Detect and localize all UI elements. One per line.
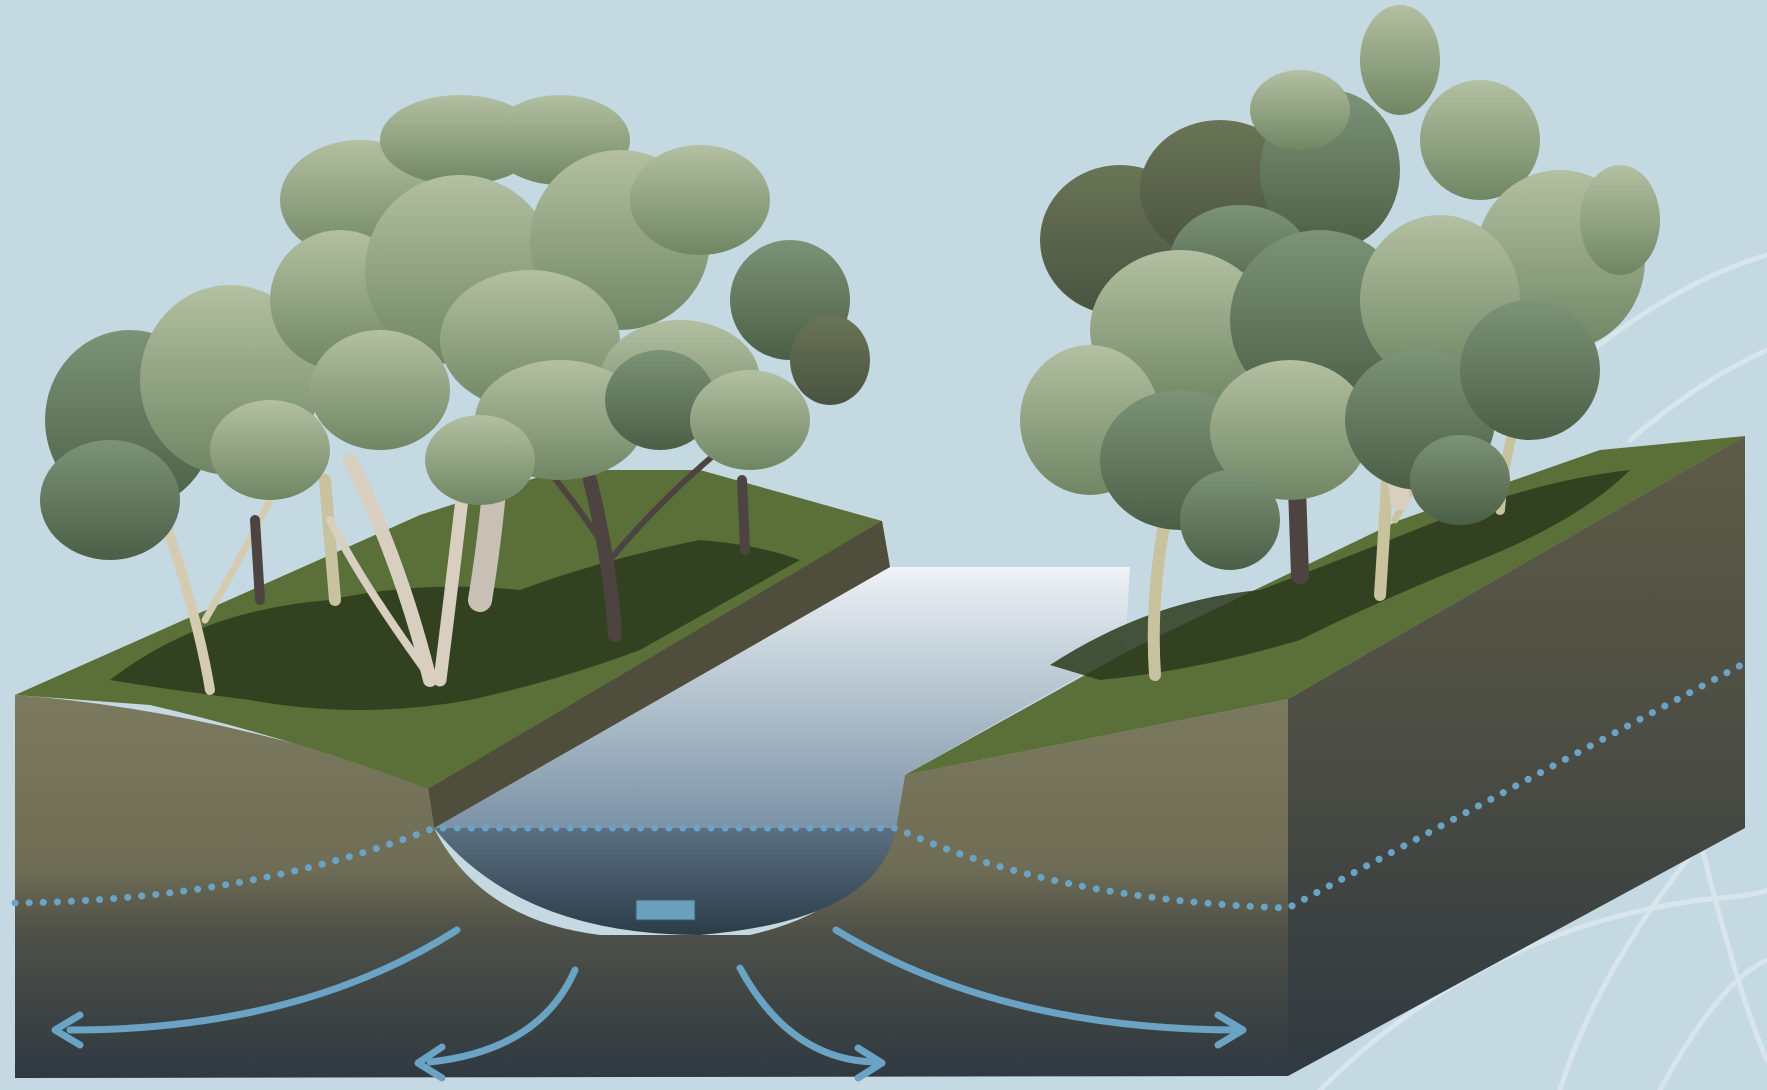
river-surface-main bbox=[434, 567, 1130, 828]
arrow-right-far bbox=[832, 926, 1247, 1049]
left-bank-front-face bbox=[15, 695, 1288, 1078]
left-woodland bbox=[40, 95, 870, 695]
left-bank-shadow bbox=[110, 540, 800, 710]
streambed-marker bbox=[635, 899, 696, 921]
canopy-left bbox=[40, 95, 870, 560]
left-bank bbox=[15, 470, 1288, 1078]
left-bank-riverside-face bbox=[428, 521, 890, 828]
canopy-right bbox=[1020, 5, 1660, 570]
water-table-line bbox=[11, 659, 1749, 912]
right-bank bbox=[905, 436, 1745, 1076]
arrow-right-near bbox=[736, 964, 886, 1082]
right-bank-side-face bbox=[1288, 436, 1745, 1076]
right-bank-shadow bbox=[1050, 470, 1630, 680]
arrow-left-far bbox=[51, 926, 461, 1049]
river-bed-cross-section bbox=[434, 828, 896, 935]
groundwater-flow-arrows bbox=[51, 926, 1247, 1082]
arrow-left-near bbox=[414, 966, 579, 1082]
right-woodland bbox=[1020, 5, 1660, 681]
sky-scribbles bbox=[1317, 252, 1767, 1090]
